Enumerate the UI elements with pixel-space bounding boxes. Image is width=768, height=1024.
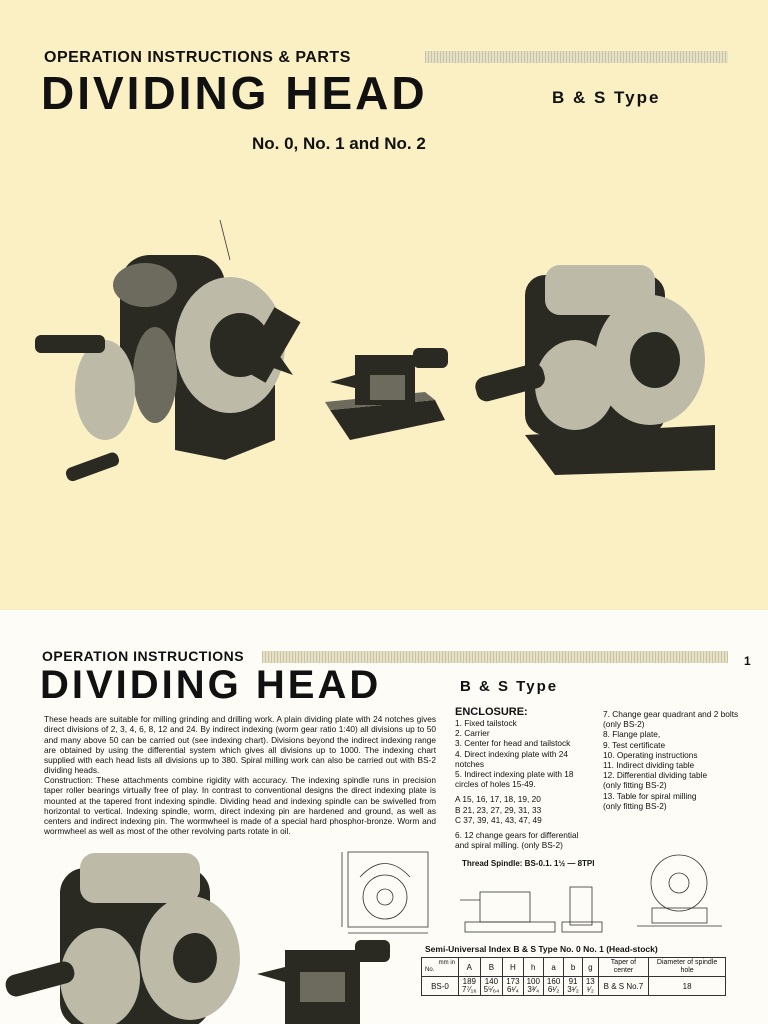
tailstock-technical-drawing — [460, 886, 603, 933]
column-header: g — [581, 957, 599, 977]
tailstock-illustration — [325, 348, 448, 440]
list-item: 6. 12 change gears for differential — [455, 830, 579, 841]
list-item: 9. Test certificate — [603, 739, 666, 750]
table-title: Semi-Universal Index B & S Type No. 0 No… — [425, 944, 658, 954]
dividing-head-photo-bottom — [5, 853, 240, 1024]
list-item: (only fitting BS-2) — [603, 800, 667, 811]
cover-models: No. 0, No. 1 and No. 2 — [252, 134, 426, 153]
spec-table: mm in No. A B H h a b g Taper of center … — [421, 957, 726, 996]
enclosure-list-left: 1. Fixed tailstock 2. Carrier 3. Center … — [455, 718, 600, 850]
enclosure-list-right: 7. Change gear quadrant and 2 bolts (onl… — [603, 709, 753, 811]
instruction-page: OPERATION INSTRUCTIONS 1 DIVIDING HEAD B… — [0, 610, 768, 1024]
list-item: 13. Table for spiral milling — [603, 790, 697, 801]
table-cell: 189 7⁷⁄₁₆ — [458, 976, 481, 996]
list-item: (only fitting BS-2) — [603, 780, 667, 791]
table-cell: 13 ¹⁄₂ — [581, 976, 599, 996]
construction-paragraph: Construction: These attachments combine … — [44, 775, 436, 837]
column-header: A — [458, 957, 481, 977]
thread-spindle-note: Thread Spindle: BS-0.1. 1½ — 8TPI — [462, 859, 595, 868]
table-cell: 100 3³⁄₄ — [522, 976, 544, 996]
headstock-side-technical-drawing — [637, 854, 722, 927]
list-item: 5. Indirect indexing plate with 18 — [455, 769, 574, 780]
page-title: DIVIDING HEAD — [40, 663, 382, 707]
column-header: H — [502, 957, 524, 977]
page-header-hatch-rule — [262, 651, 728, 663]
list-item: B 21, 23, 27, 29, 31, 33 — [455, 804, 542, 815]
table-cell: 160 6¹⁄₂ — [542, 976, 565, 996]
table-corner-cell: mm in No. — [421, 957, 459, 977]
list-item: 12. Differential dividing table — [603, 770, 708, 781]
headstock-technical-drawing — [341, 851, 429, 934]
table-cell: 173 6¹⁄₄ — [502, 976, 524, 996]
intro-paragraph: These heads are suitable for milling gri… — [44, 714, 436, 776]
list-item: (only BS-2) — [603, 719, 645, 730]
page-number: 1 — [744, 654, 751, 668]
header-hatch-rule — [425, 51, 728, 63]
cover-kicker: OPERATION INSTRUCTIONS & PARTS — [44, 49, 351, 66]
list-item: 11. Indirect dividing table — [603, 760, 695, 771]
list-item: circles of holes 15-49. — [455, 779, 536, 790]
enclosure-title: ENCLOSURE: — [455, 706, 528, 718]
page-type: B & S Type — [460, 678, 559, 695]
table-cell: 18 — [648, 976, 726, 996]
column-header: Diameter of spindle hole — [648, 957, 726, 977]
list-item: A 15, 16, 17, 18, 19, 20 — [455, 794, 541, 805]
page-kicker: OPERATION INSTRUCTIONS — [42, 648, 245, 664]
list-item: 7. Change gear quadrant and 2 bolts — [603, 709, 739, 719]
table-header-row: mm in No. A B H h a b g Taper of center … — [421, 957, 726, 977]
list-item: 3. Center for head and tailstock — [455, 738, 571, 749]
dividing-head-illustration-right — [475, 265, 715, 475]
tailstock-photo-bottom — [257, 940, 390, 1024]
column-header: B — [479, 957, 504, 977]
list-item: 10. Operating instructions — [603, 749, 698, 760]
column-header: b — [563, 957, 583, 977]
list-item: 8. Flange plate, — [603, 729, 661, 740]
list-item: 2. Carrier — [455, 728, 490, 739]
table-row: BS-0 189 7⁷⁄₁₆ 140 5⁵⁄₆₄ 173 6¹⁄₄ 100 3³… — [421, 976, 726, 996]
column-header: a — [542, 957, 565, 977]
cover-page: OPERATION INSTRUCTIONS & PARTS DIVIDING … — [35, 49, 728, 482]
table-cell: BS-0 — [421, 976, 459, 996]
list-item: C 37, 39, 41, 43, 47, 49 — [455, 814, 542, 825]
column-header: h — [522, 957, 544, 977]
list-item: and spiral milling. (only BS-2) — [455, 840, 563, 851]
list-item: notches — [455, 758, 485, 769]
cover-title: DIVIDING HEAD — [41, 67, 428, 119]
table-cell: 140 5⁵⁄₆₄ — [479, 976, 504, 996]
dividing-head-illustration-left — [35, 219, 301, 482]
table-cell: B & S No.7 — [597, 976, 650, 996]
list-item: 4. Direct indexing plate with 24 — [455, 748, 568, 759]
cover-type: B & S Type — [552, 88, 661, 107]
table-cell: 91 3¹⁄₂ — [563, 976, 583, 996]
column-header: Taper of center — [597, 957, 650, 977]
list-item: 1. Fixed tailstock — [455, 718, 517, 728]
